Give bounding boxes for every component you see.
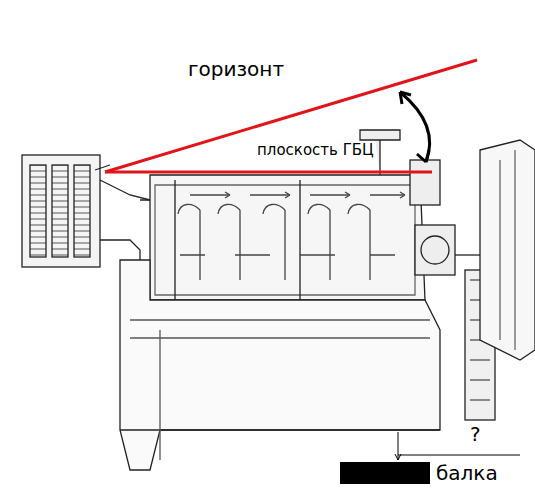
plane-label: плоскость ГБЦ xyxy=(255,142,376,159)
question-mark: ? xyxy=(470,423,481,445)
engine-block xyxy=(120,130,455,470)
coolant-flow xyxy=(178,192,405,280)
beam-block xyxy=(340,462,430,484)
fan-and-pulleys xyxy=(455,140,535,420)
angle-arrow xyxy=(400,92,430,162)
beam-label: балка xyxy=(436,462,498,484)
reference-lines xyxy=(105,60,477,172)
gap-indicator xyxy=(395,432,520,460)
horizon-label: горизонт xyxy=(188,58,284,80)
